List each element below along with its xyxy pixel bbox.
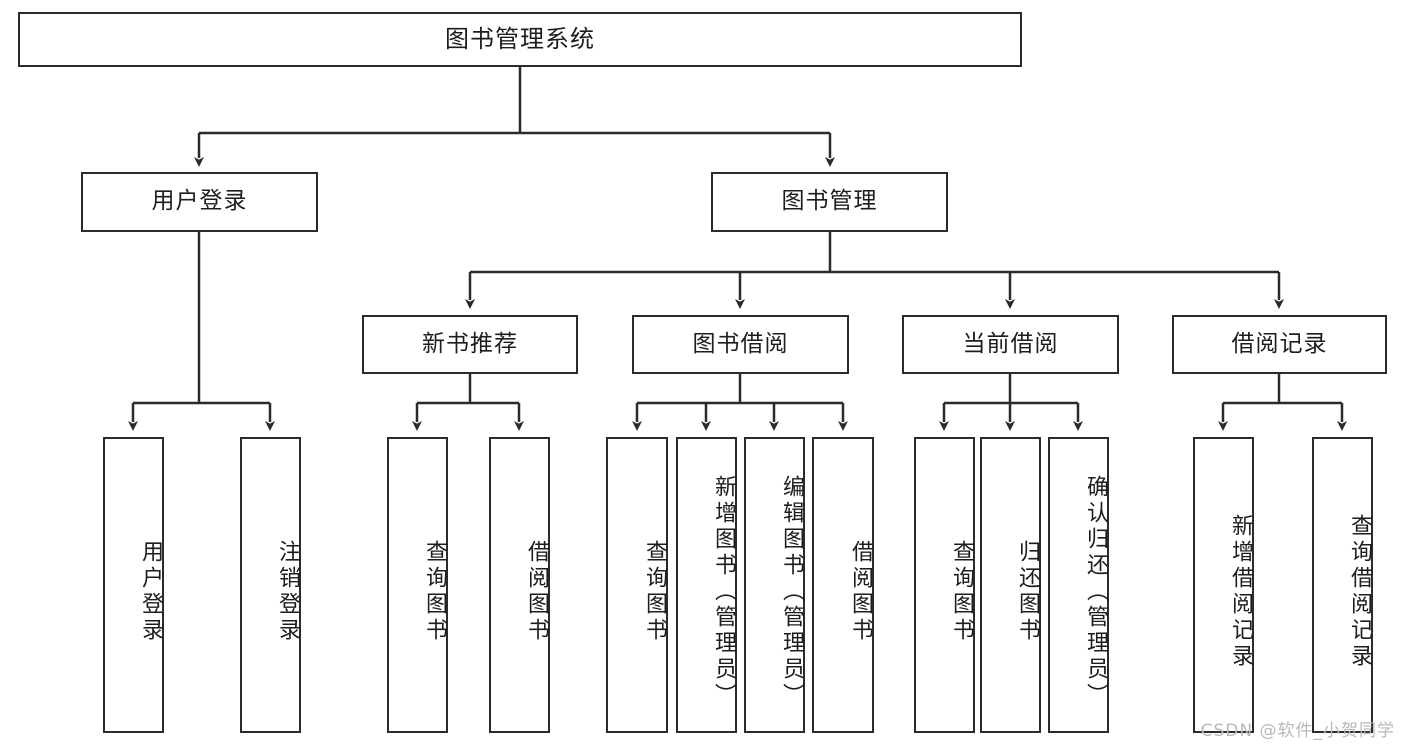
leaf-label: 查询图书 [642, 540, 667, 644]
node-leaf-add-record[interactable]: 新增借阅记录 [1193, 437, 1254, 733]
leaf-label: 查询图书 [422, 540, 447, 644]
node-root-system[interactable]: 图书管理系统 [18, 12, 1022, 67]
node-leaf-confirm-return[interactable]: 确认归还（管理员） [1048, 437, 1109, 733]
leaf-label: 新增图书（管理员） [711, 475, 736, 709]
node-leaf-user-login[interactable]: 用户登录 [103, 437, 164, 733]
leaf-label: 确认归还（管理员） [1083, 475, 1108, 709]
node-leaf-query-book-1[interactable]: 查询图书 [387, 437, 448, 733]
watermark-credit: CSDN @软件_小贺同学 [1200, 721, 1395, 741]
node-leaf-add-book[interactable]: 新增图书（管理员） [676, 437, 737, 733]
node-leaf-borrow-book-2[interactable]: 借阅图书 [812, 437, 874, 733]
node-borrow-record[interactable]: 借阅记录 [1172, 315, 1387, 374]
node-user-login[interactable]: 用户登录 [81, 172, 318, 232]
node-leaf-user-logout[interactable]: 注销登录 [240, 437, 301, 733]
node-leaf-query-record[interactable]: 查询借阅记录 [1312, 437, 1373, 733]
leaf-label: 归还图书 [1015, 540, 1040, 644]
leaf-label: 新增借阅记录 [1228, 514, 1253, 670]
node-book-management[interactable]: 图书管理 [711, 172, 948, 232]
node-new-book-recommend[interactable]: 新书推荐 [362, 315, 578, 374]
node-leaf-return-book[interactable]: 归还图书 [980, 437, 1041, 733]
leaf-label: 借阅图书 [848, 540, 873, 644]
leaf-label: 查询图书 [949, 540, 974, 644]
node-current-borrow[interactable]: 当前借阅 [902, 315, 1119, 374]
leaf-label: 编辑图书（管理员） [779, 475, 804, 709]
node-leaf-edit-book[interactable]: 编辑图书（管理员） [744, 437, 805, 733]
leaf-label: 用户登录 [138, 540, 163, 644]
node-leaf-query-book-3[interactable]: 查询图书 [914, 437, 975, 733]
leaf-label: 注销登录 [275, 540, 300, 644]
leaf-label: 查询借阅记录 [1347, 514, 1372, 670]
node-book-borrow[interactable]: 图书借阅 [632, 315, 849, 374]
leaf-label: 借阅图书 [524, 540, 549, 644]
node-leaf-borrow-book-1[interactable]: 借阅图书 [489, 437, 550, 733]
node-leaf-query-book-2[interactable]: 查询图书 [606, 437, 668, 733]
